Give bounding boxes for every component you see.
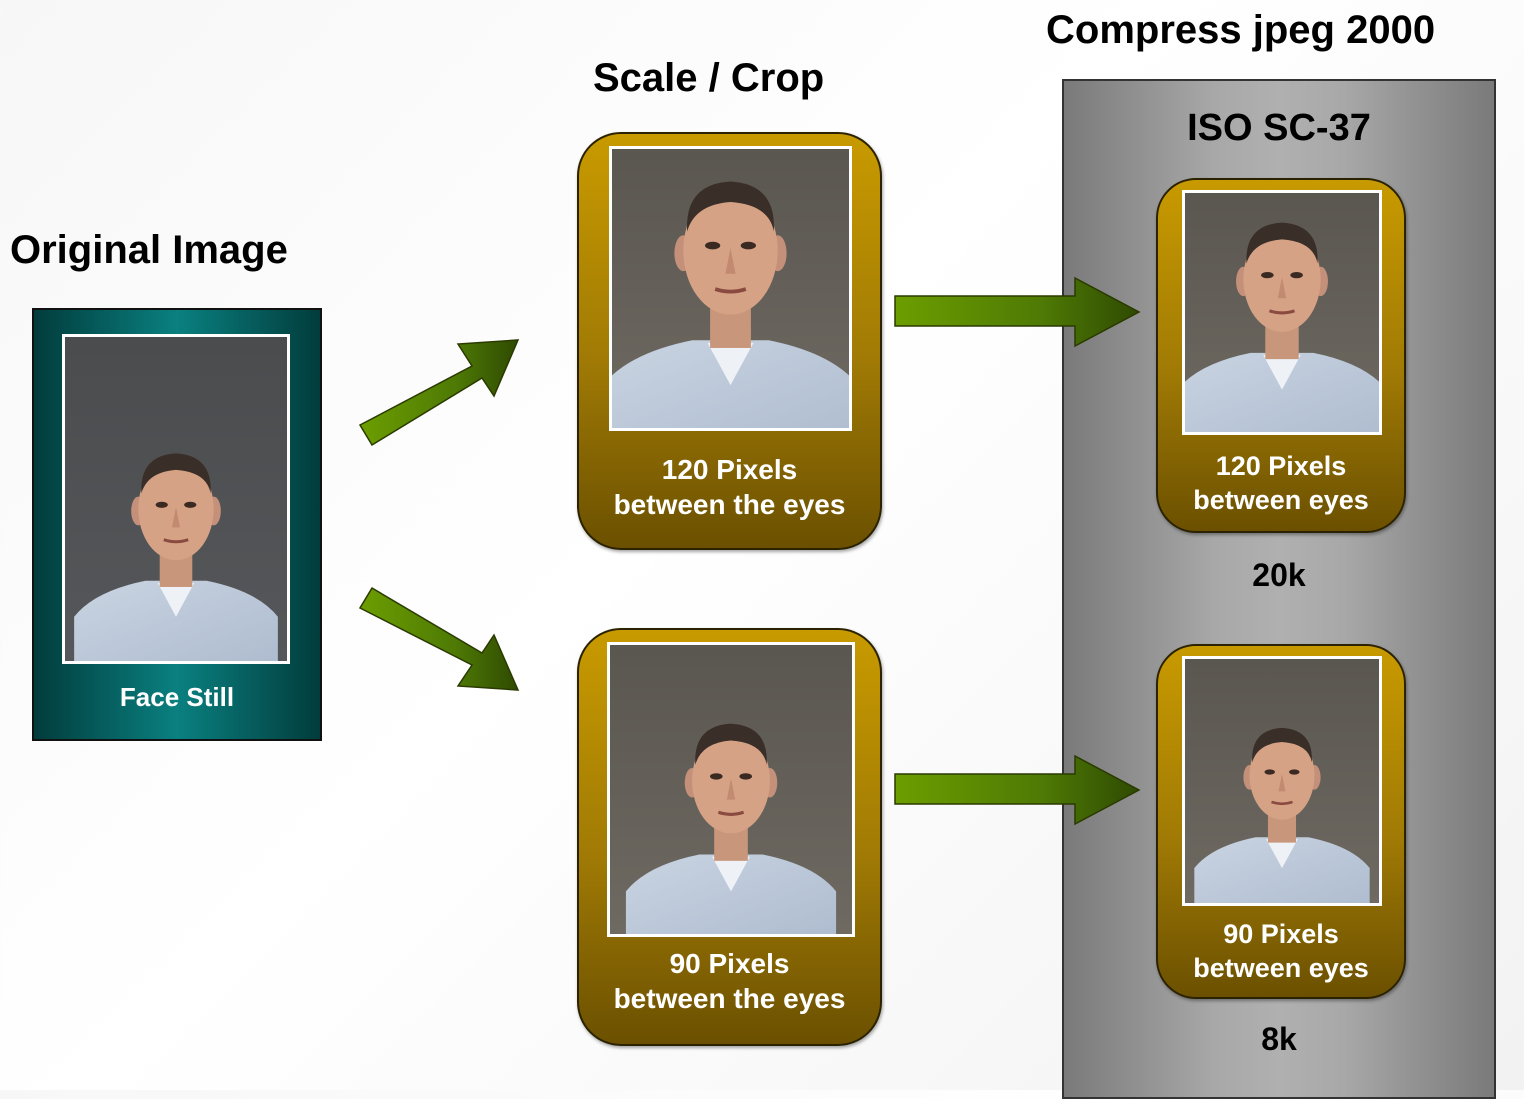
original-image-card: Face Still: [32, 308, 322, 741]
caption-line2: between eyes: [1193, 952, 1369, 983]
caption-line2: between eyes: [1193, 484, 1369, 515]
iso-90-caption: 90 Pixels between eyes: [1158, 918, 1404, 986]
size-label-8k: 8k: [1261, 1021, 1297, 1057]
caption-line1: 90 Pixels: [669, 948, 790, 979]
arrow-right-bottom-icon: [894, 754, 1141, 826]
arrow-down-right-icon: [358, 586, 520, 691]
iso-face-photo-120: [1182, 190, 1382, 435]
caption-line2: between the eyes: [613, 983, 846, 1014]
iso-120-card: 120 Pixels between eyes: [1156, 178, 1406, 533]
caption-line2: between the eyes: [613, 489, 846, 520]
original-caption: Face Still: [119, 682, 235, 712]
scale-crop-90-caption: 90 Pixels between the eyes: [579, 946, 880, 1016]
caption-line1: 120 Pixels: [661, 454, 798, 485]
compress-heading: Compress jpeg 2000: [1046, 8, 1436, 52]
arrow-right-top-icon: [894, 276, 1141, 348]
original-face-photo: [62, 334, 290, 664]
iso-120-caption: 120 Pixels between eyes: [1158, 450, 1404, 518]
scale-crop-120-caption: 120 Pixels between the eyes: [579, 452, 880, 522]
scale-crop-120-card: 120 Pixels between the eyes: [577, 132, 882, 550]
caption-line1: 120 Pixels: [1215, 451, 1347, 481]
iso-title: ISO SC-37: [1187, 107, 1371, 149]
original-image-heading: Original Image: [10, 228, 288, 272]
scale-crop-90-card: 90 Pixels between the eyes: [577, 628, 882, 1046]
size-label-20k: 20k: [1252, 557, 1306, 593]
iso-face-photo-90: [1182, 656, 1382, 906]
caption-line1: 90 Pixels: [1223, 919, 1339, 949]
arrow-up-right-icon: [358, 339, 520, 447]
face-photo-90: [607, 642, 855, 937]
scale-crop-heading: Scale / Crop: [593, 56, 825, 100]
face-photo-120: [609, 146, 852, 431]
iso-90-card: 90 Pixels between eyes: [1156, 644, 1406, 999]
